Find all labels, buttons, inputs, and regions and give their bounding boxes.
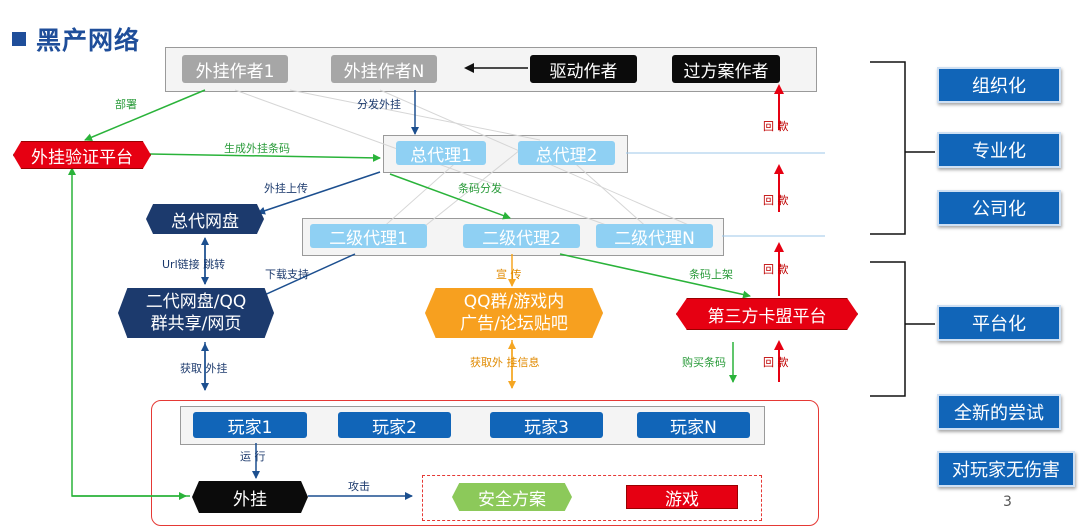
label-deploy: 部署 [115, 98, 137, 111]
side-label-platform: 平台化 [937, 305, 1061, 341]
label-get-info: 获取外 挂信息 [470, 356, 540, 369]
node-driver-author: 驱动作者 [530, 55, 637, 83]
page-number: 3 [1003, 494, 1012, 510]
node-card-platform: 第三方卡盟平台 [676, 298, 858, 330]
page-title: 黑产网络 [36, 26, 141, 55]
node-bypass-author: 过方案作者 [672, 55, 780, 83]
label-download: 下载支持 [265, 268, 309, 281]
label-code-dist: 条码分发 [458, 182, 502, 195]
node-verify-platform: 外挂验证平台 [13, 141, 151, 169]
node-security-scheme: 安全方案 [452, 483, 572, 511]
target-frame [422, 475, 762, 521]
node-player-2: 玩家2 [338, 412, 451, 438]
label-code-list: 条码上架 [689, 268, 733, 281]
node-author-1: 外挂作者1 [182, 55, 288, 83]
label-distribute: 分发外挂 [357, 98, 401, 111]
label-attack: 攻击 [348, 480, 370, 493]
node-share-platform: 二代网盘/QQ 群共享/网页 [118, 288, 274, 338]
label-upload: 外挂上传 [264, 182, 308, 195]
page-title-group: 黑产网络 [12, 22, 140, 56]
side-label-professional: 专业化 [937, 132, 1061, 168]
label-get-cheat: 获取 外挂 [180, 362, 228, 375]
node-player-3: 玩家3 [490, 412, 603, 438]
node-sub-agent-2: 二级代理2 [463, 224, 580, 249]
node-general-netdisk: 总代网盘 [146, 204, 264, 234]
promo-line-1: QQ群/游戏内 [463, 292, 565, 312]
label-run: 运 行 [240, 450, 266, 463]
node-general-agent-2: 总代理2 [518, 141, 615, 166]
title-bullet [12, 32, 26, 46]
node-author-n: 外挂作者N [331, 55, 437, 83]
label-refund-1: 回 款 [763, 120, 789, 133]
label-refund-2: 回 款 [763, 194, 789, 207]
node-general-agent-1: 总代理1 [396, 141, 486, 166]
node-sub-agent-1: 二级代理1 [310, 224, 427, 249]
side-label-new-attempt: 全新的尝试 [937, 394, 1061, 430]
side-label-corporate: 公司化 [937, 190, 1061, 226]
label-refund-4: 回 款 [763, 356, 789, 369]
node-sub-agent-n: 二级代理N [596, 224, 713, 249]
label-buy-code: 购买条码 [682, 356, 726, 369]
side-label-harmless: 对玩家无伤害 [937, 451, 1075, 487]
node-cheat: 外挂 [192, 481, 308, 513]
label-refund-3: 回 款 [763, 263, 789, 276]
label-url-jump: Url链接 跳转 [162, 258, 226, 271]
side-label-organized: 组织化 [937, 67, 1061, 103]
node-game: 游戏 [626, 485, 738, 510]
node-player-1: 玩家1 [193, 412, 307, 438]
share-line-2: 群共享/网页 [150, 314, 242, 334]
node-promotion-channels: QQ群/游戏内 广告/论坛贴吧 [425, 288, 603, 338]
share-line-1: 二代网盘/QQ [145, 292, 247, 312]
promo-line-2: 广告/论坛贴吧 [460, 314, 568, 334]
label-gen-code: 生成外挂条码 [224, 142, 290, 155]
node-player-n: 玩家N [637, 412, 750, 438]
label-promote: 宣 传 [496, 268, 522, 281]
